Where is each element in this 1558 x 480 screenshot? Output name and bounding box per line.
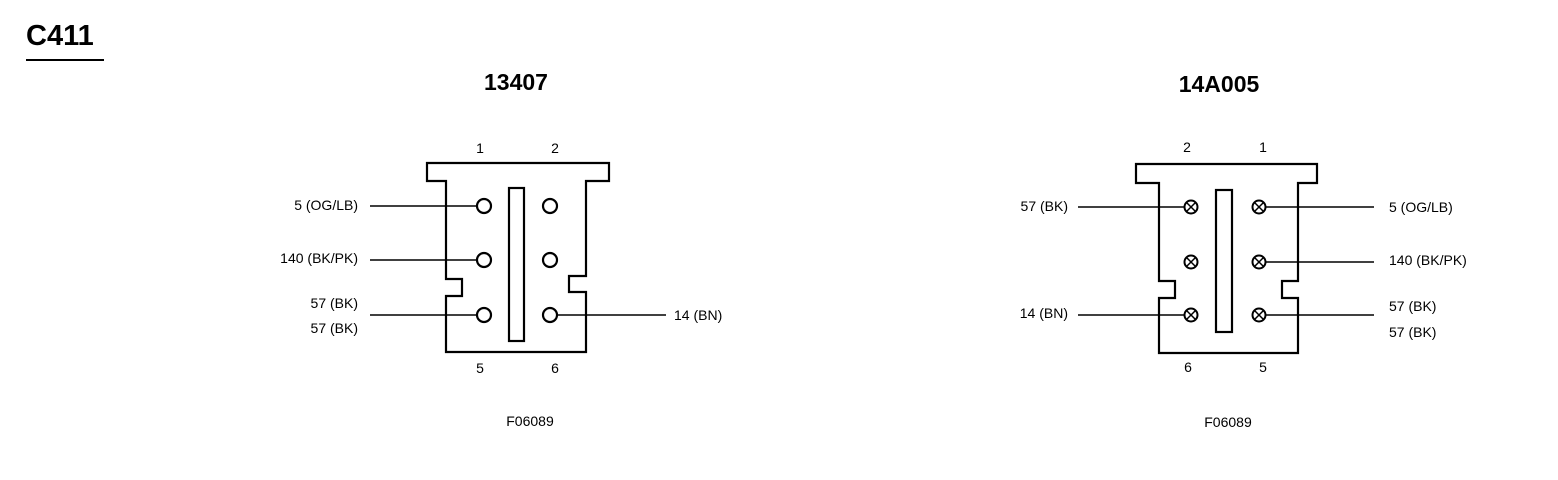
- left-wire-label-3a: 57 (BK): [311, 295, 358, 311]
- left-pin-number-bottom-right: 6: [551, 360, 559, 376]
- right-pin-2: [1183, 199, 1199, 215]
- left-pin-5: [475, 306, 493, 324]
- right-pin-number-bottom-left: 6: [1184, 359, 1192, 375]
- page-title: C411: [26, 20, 94, 52]
- left-connector-center-key: [507, 186, 526, 343]
- right-connector-housing: [1134, 162, 1319, 355]
- left-pin-2: [541, 197, 559, 215]
- left-pin-6: [541, 306, 559, 324]
- right-pin-number-bottom-right: 5: [1259, 359, 1267, 375]
- left-connector-part-number: 13407: [484, 69, 548, 95]
- right-wire-label-5b: 57 (BK): [1389, 324, 1436, 340]
- left-wire-label-4: 14 (BN): [674, 307, 722, 323]
- left-wire-label-1: 5 (OG/LB): [294, 197, 358, 213]
- right-wire-label-2: 5 (OG/LB): [1389, 199, 1453, 215]
- right-pin-1: [1251, 199, 1267, 215]
- right-pin-6: [1183, 307, 1199, 323]
- left-pin-4: [541, 251, 559, 269]
- left-pin-number-bottom-left: 5: [476, 360, 484, 376]
- right-pin-number-top-left: 2: [1183, 139, 1191, 155]
- left-connector-housing: [425, 161, 611, 354]
- right-connector-part-number: 14A005: [1179, 71, 1260, 97]
- right-wire-label-5a: 57 (BK): [1389, 298, 1436, 314]
- right-wire-label-4: 14 (BN): [1020, 305, 1068, 321]
- left-connector: 13407 1 2 5 (OG/LB) 140 (BK/PK) 57 (BK) …: [280, 69, 722, 429]
- left-pin-1: [475, 197, 493, 215]
- right-pin-4: [1183, 254, 1199, 270]
- right-connector: 14A005 2 1: [1020, 71, 1467, 430]
- left-wire-label-3b: 57 (BK): [311, 320, 358, 336]
- right-wire-label-1: 57 (BK): [1021, 198, 1068, 214]
- left-pin-number-top-left: 1: [476, 140, 484, 156]
- right-pin-number-top-right: 1: [1259, 139, 1267, 155]
- left-figure-id: F06089: [506, 413, 554, 429]
- left-wire-label-2: 140 (BK/PK): [280, 250, 358, 266]
- left-pin-3: [475, 251, 493, 269]
- page-title-underline: [26, 59, 104, 61]
- right-connector-center-key: [1214, 188, 1234, 334]
- right-pin-5: [1251, 307, 1267, 323]
- right-wire-label-3: 140 (BK/PK): [1389, 252, 1467, 268]
- right-pin-3: [1251, 254, 1267, 270]
- right-figure-id: F06089: [1204, 414, 1252, 430]
- left-pin-number-top-right: 2: [551, 140, 559, 156]
